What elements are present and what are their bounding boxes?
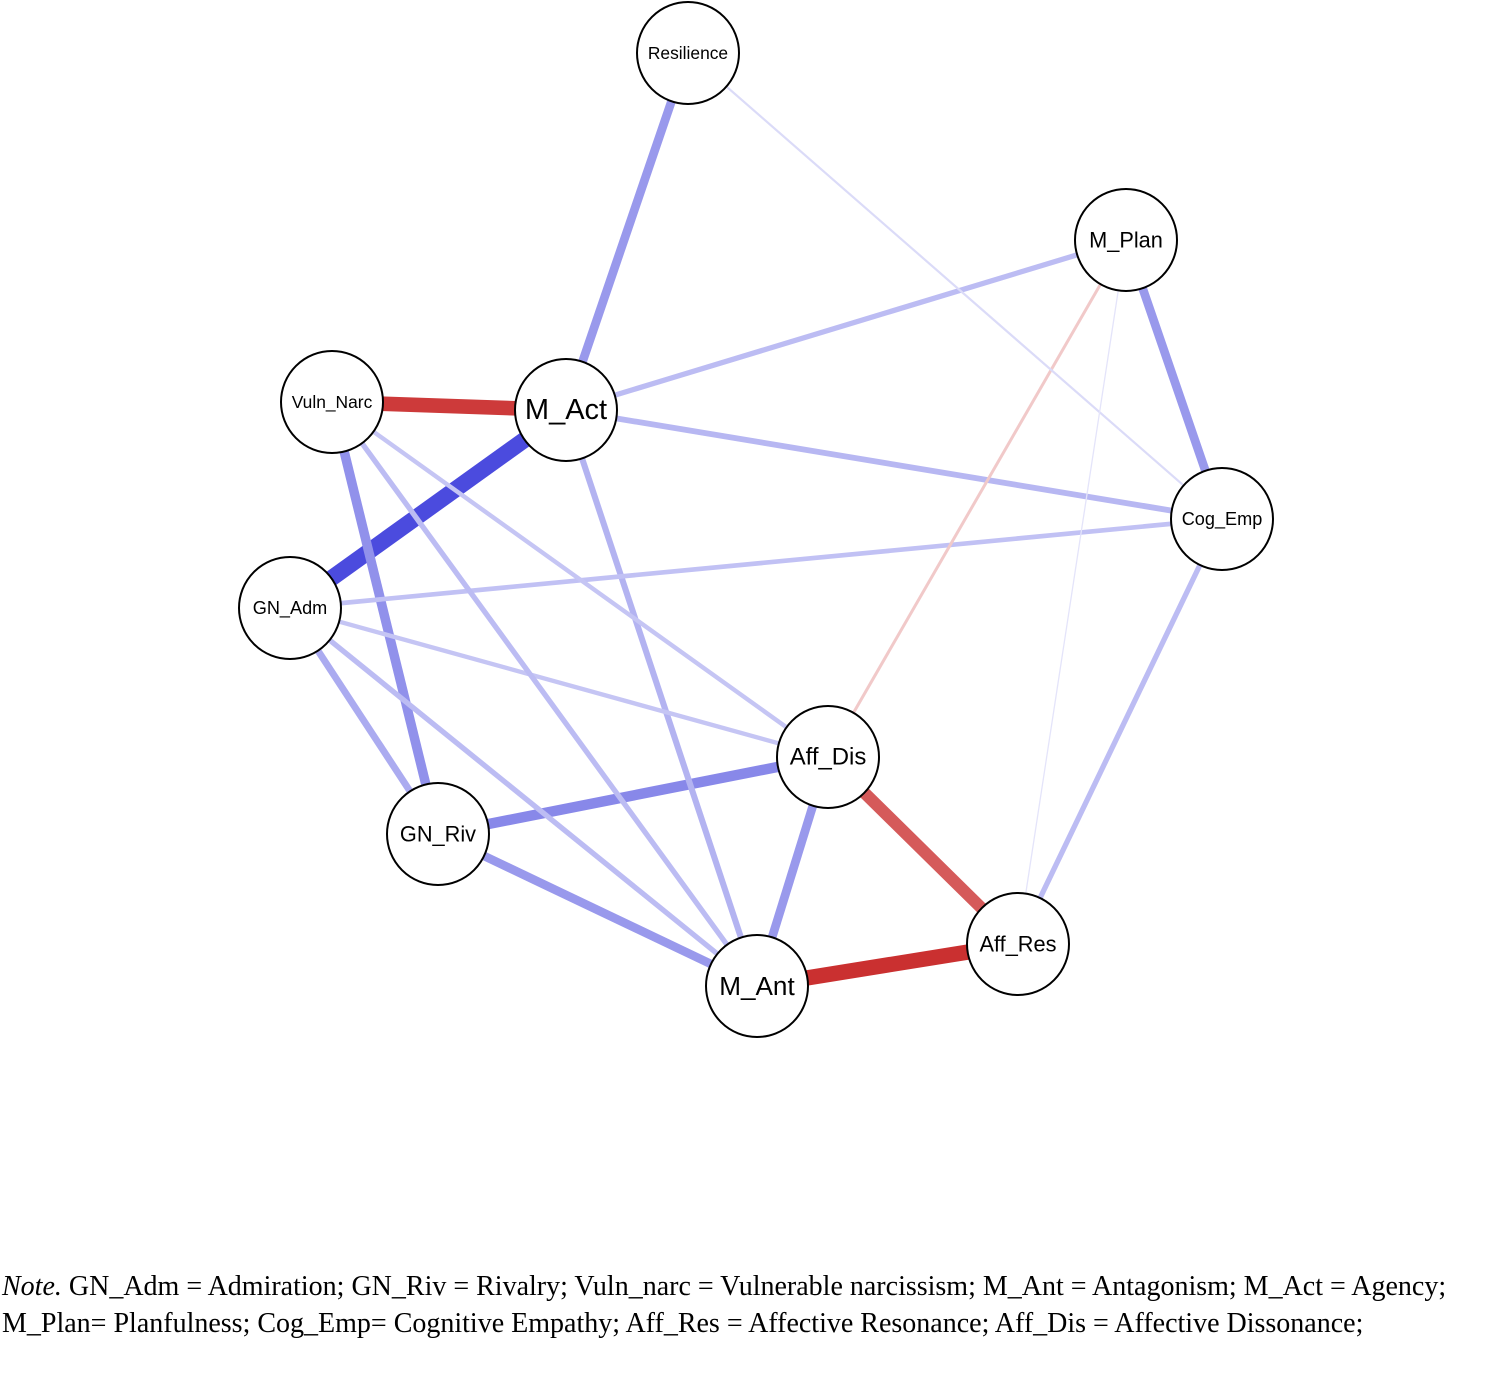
node-circle-gn-riv: [386, 782, 490, 886]
edge-resilience-cog-emp: [687, 52, 1223, 520]
node-gn-adm: GN_Adm: [238, 556, 342, 660]
edge-vuln-narc-m-ant: [329, 400, 760, 988]
node-label-gn-adm: GN_Adm: [253, 598, 327, 619]
edge-m-act-gn-adm: [285, 403, 571, 615]
node-circle-m-act: [514, 358, 618, 462]
node-label-vuln-narc: Vuln_Narc: [292, 392, 373, 412]
note-text: GN_Adm = Admiration; GN_Riv = Rivalry; V…: [2, 1271, 1447, 1339]
edge-gn-adm-m-ant: [288, 605, 759, 989]
edge-m-act-m-plan: [565, 237, 1127, 413]
edge-vuln-narc-aff-dis: [330, 400, 830, 759]
node-label-m-plan: M_Plan: [1089, 228, 1163, 253]
node-m-ant: M_Ant: [705, 934, 809, 1038]
edge-gn-riv-aff-dis: [436, 751, 830, 840]
node-circle-gn-adm: [238, 556, 342, 660]
node-aff-dis: Aff_Dis: [776, 705, 880, 809]
node-label-cog-emp: Cog_Emp: [1182, 509, 1263, 530]
node-circle-resilience: [636, 1, 740, 105]
node-vuln-narc: Vuln_Narc: [280, 350, 384, 454]
edge-gn-adm-aff-dis: [289, 605, 829, 760]
node-resilience: Resilience: [636, 1, 740, 105]
edge-gn-riv-m-ant: [436, 830, 759, 990]
note-caption: Note. GN_Adm = Admiration; GN_Riv = Riva…: [2, 1268, 1498, 1342]
edge-resilience-m-act: [561, 51, 693, 412]
node-m-plan: M_Plan: [1074, 188, 1178, 292]
node-aff-res: Aff_Res: [966, 892, 1070, 996]
edge-m-act-cog-emp: [565, 407, 1223, 522]
node-circle-aff-dis: [776, 705, 880, 809]
node-cog-emp: Cog_Emp: [1170, 467, 1274, 571]
note-label: Note.: [2, 1271, 62, 1302]
node-label-aff-res: Aff_Res: [980, 932, 1057, 957]
edge-m-plan-aff-res: [1017, 239, 1127, 945]
node-label-aff-dis: Aff_Dis: [790, 744, 867, 771]
node-circle-m-ant: [705, 934, 809, 1038]
node-gn-riv: GN_Riv: [386, 782, 490, 886]
node-label-m-act: M_Act: [525, 394, 607, 426]
node-circle-m-plan: [1074, 188, 1178, 292]
edge-gn-adm-cog-emp: [289, 516, 1223, 611]
node-label-resilience: Resilience: [648, 43, 728, 63]
edge-cog-emp-aff-res: [1015, 517, 1225, 946]
edge-m-plan-aff-dis: [826, 239, 1128, 758]
node-circle-cog-emp: [1170, 467, 1274, 571]
edge-m-act-m-ant: [563, 409, 760, 987]
node-circle-vuln-narc: [280, 350, 384, 454]
node-label-gn-riv: GN_Riv: [400, 822, 476, 847]
edge-vuln-narc-gn-riv: [327, 400, 443, 836]
node-label-m-ant: M_Ant: [719, 971, 795, 1001]
node-circle-aff-res: [966, 892, 1070, 996]
node-m-act: M_Act: [514, 358, 618, 462]
